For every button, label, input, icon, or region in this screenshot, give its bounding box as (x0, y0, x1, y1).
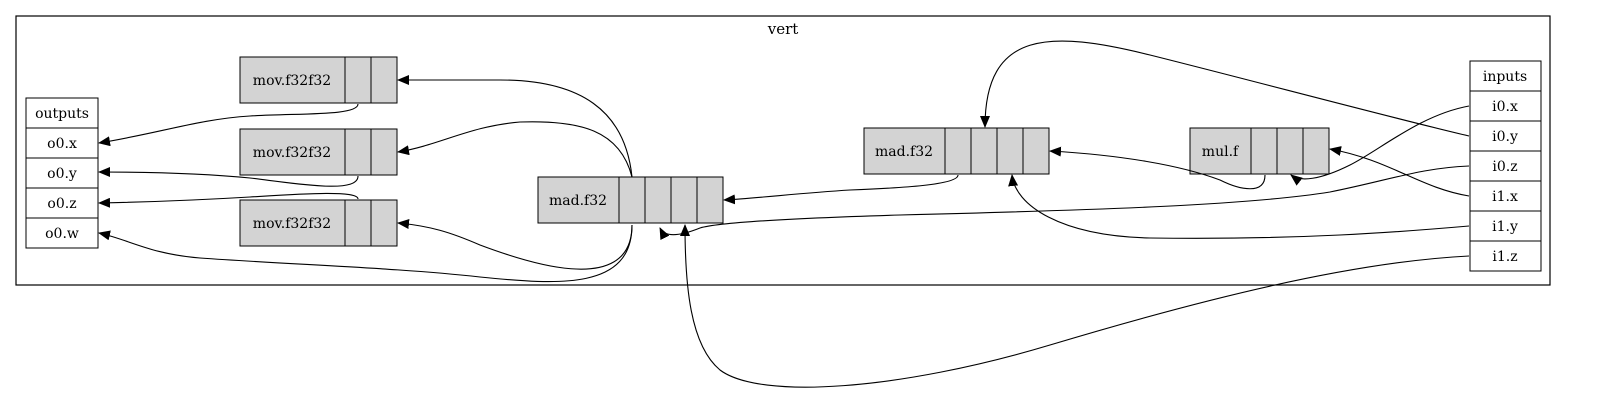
op-label: mad.f32 (875, 144, 933, 160)
input-port-i1-z: i1.z (1492, 249, 1517, 265)
output-port-o0-x: o0.x (47, 136, 77, 152)
edge-mov1-to-o0x (98, 103, 359, 147)
op-label: mov.f32f32 (253, 216, 331, 232)
edge-madright-to-madleft (723, 174, 959, 205)
op-node-mov-1[interactable]: mov.f32f32 (239, 56, 398, 104)
output-port-o0-w: o0.w (45, 226, 79, 242)
input-port-i1-y: i1.y (1492, 219, 1518, 235)
edge-madleft-to-mov3 (397, 219, 633, 270)
inputs-node[interactable]: inputs i0.x i0.y i0.z i1.x i1.y i1.z (1469, 60, 1542, 272)
edge-madleft-to-mov2 (397, 121, 633, 178)
edge-i0z-to-madleft (659, 165, 1470, 241)
cluster-label: vert (767, 20, 799, 38)
edge-i1z-to-madleft (680, 224, 1470, 388)
edge-mul-to-madright (1049, 146, 1266, 190)
output-port-o0-y: o0.y (47, 166, 77, 182)
edge-i0y-to-madright (980, 40, 1470, 137)
op-label: mov.f32f32 (253, 73, 331, 89)
edge-mov2-to-o0y (98, 167, 359, 187)
outputs-node[interactable]: outputs o0.x o0.y o0.z o0.w (25, 97, 99, 249)
edge-madleft-to-o0w (98, 224, 633, 283)
op-node-mad-right[interactable]: mad.f32 (863, 127, 1050, 175)
op-node-mov-2[interactable]: mov.f32f32 (239, 128, 398, 176)
input-port-i0-x: i0.x (1492, 99, 1518, 115)
op-label: mul.f (1202, 144, 1240, 160)
edge-mov3-to-o0z (98, 192, 359, 208)
edge-i0x-to-mul (1290, 105, 1470, 186)
edges (98, 40, 1470, 388)
input-port-i1-x: i1.x (1492, 189, 1518, 205)
op-node-mad-left[interactable]: mad.f32 (537, 176, 724, 224)
edge-i1x-to-mul (1329, 146, 1470, 197)
op-label: mad.f32 (549, 193, 607, 209)
op-node-mov-3[interactable]: mov.f32f32 (239, 199, 398, 247)
output-port-o0-z: o0.z (47, 196, 76, 212)
input-port-i0-z: i0.z (1492, 159, 1517, 175)
op-node-mul[interactable]: mul.f (1189, 127, 1330, 175)
inputs-header: inputs (1483, 69, 1527, 85)
op-label: mov.f32f32 (253, 145, 331, 161)
edge-madleft-to-mov1 (397, 75, 633, 178)
input-port-i0-y: i0.y (1492, 129, 1518, 145)
edge-i1y-to-madright (1008, 174, 1470, 239)
cluster-vert: vert (15, 15, 1551, 286)
outputs-header: outputs (35, 106, 89, 122)
